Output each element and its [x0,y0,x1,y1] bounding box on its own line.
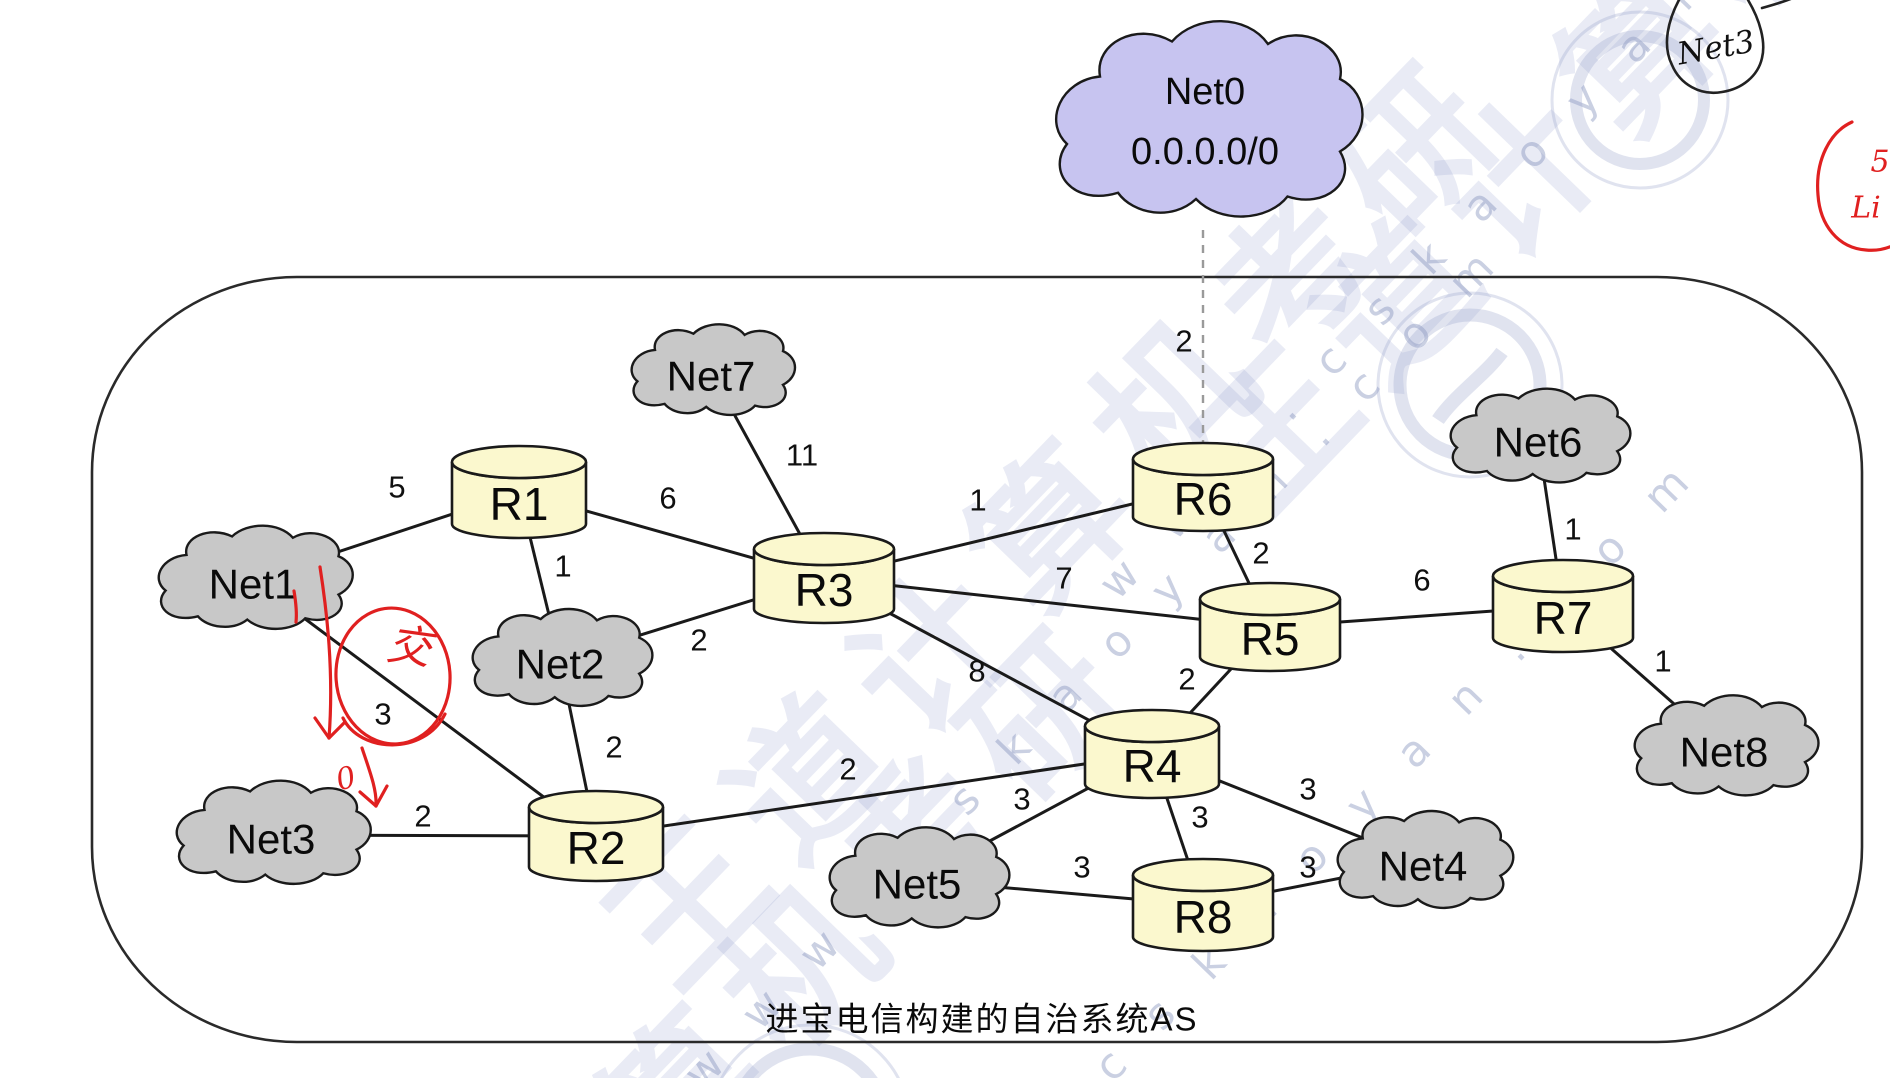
network-net7-node: Net7 [632,324,795,415]
red-circled-character: 交 [384,619,440,676]
link-cost-net1-r2: 3 [374,697,391,732]
red-arrowhead [313,716,347,740]
link-cost-r4-net4: 3 [1299,772,1316,807]
red-corner-note-line2: Li [1850,191,1881,226]
cloud-shape [1338,811,1514,908]
cylinder-top [1131,441,1275,477]
router-r2-label: R2 [567,822,626,874]
network-net5-node: Net5 [830,827,1010,927]
router-r6-node: R6 [1131,441,1275,533]
network-net8-label: Net8 [1680,729,1769,776]
router-r6-label: R6 [1174,473,1233,525]
cylinder-top [1131,857,1275,893]
cylinder-top [752,531,896,567]
network-net1-label: Net1 [209,561,298,608]
router-r3-node: R3 [752,531,896,625]
cloud-shape [830,827,1010,927]
router-r2-node: R2 [527,789,665,883]
link-cost-r5-r7: 6 [1413,563,1430,598]
link-cost-r7-net8: 1 [1654,644,1671,679]
link-cost-net2-r3: 2 [690,623,707,658]
watermark-layer: 王道计算机考研 王道计算机考研 王道计算机考研 w w w . c s k a … [207,0,1890,1078]
network-net1-node: Net1 [159,526,353,629]
cylinder-top [1491,558,1635,594]
link-net1-r2 [252,578,597,838]
link-cost-r2-r4: 2 [839,752,856,787]
cloud-shape [473,609,653,706]
router-r8-node: R8 [1131,857,1275,953]
cloud-shape [159,526,353,629]
red-tick-mark [292,589,298,624]
network-net4-label: Net4 [1379,843,1468,890]
router-r7-label: R7 [1534,592,1593,644]
link-cost-r3-r5: 7 [1055,561,1072,596]
red-arrow-down-to-net3 [360,746,378,808]
watermark-seal [1550,10,1730,190]
network-net5-label: Net5 [873,861,962,908]
link-cost-r3-r4: 8 [968,654,985,689]
watermark-seal [720,1023,900,1078]
link-cost-r1-net2: 1 [554,549,571,584]
cloud-shape [177,781,371,884]
network-net6-node: Net6 [1451,389,1631,483]
link-cost-r6-r5: 2 [1252,536,1269,571]
link-cost-net6-r7: 1 [1564,512,1581,547]
router-r1-node: R1 [450,444,588,540]
router-r5-node: R5 [1198,581,1342,673]
link-cost-net5-r8: 3 [1073,850,1090,885]
router-r3-label: R3 [795,564,854,616]
network-net0-prefix: 0.0.0.0/0 [1131,131,1279,173]
router-r8-label: R8 [1174,891,1233,943]
router-r7-node: R7 [1491,558,1635,654]
cloud-shape [1635,695,1819,795]
diagram-caption: 进宝电信构建的自治系统AS [765,1001,1198,1038]
red-corner-note-outline [1816,120,1890,252]
red-circle-double-stroke [341,712,447,747]
cylinder-top [450,444,588,480]
network-net0-label: Net0 [1165,71,1245,113]
network-net8-node: Net8 [1635,695,1819,795]
network-net3-label: Net3 [227,816,316,863]
link-cost-net1-r1: 5 [388,470,405,505]
link-cost-layer: 5 3 2 2 1 6 11 2 1 7 8 2 2 2 6 1 1 2 3 3… [374,324,1671,885]
red-arrowhead [358,784,389,808]
link-cost-net7-r3: 11 [786,438,818,473]
cylinder-top [1198,581,1342,617]
router-r5-label: R5 [1241,613,1300,665]
red-annotation-layer: 交 0 5 Li [292,120,1890,808]
nodes-layer: Net0 0.0.0.0/0 Net7 Net1 Net2 Net3 Net5 … [159,21,1819,951]
cloud-shape [1451,389,1631,483]
network-net7-label: Net7 [667,353,756,400]
network-net2-node: Net2 [473,609,653,706]
link-r2-r4 [595,752,1153,838]
cylinder-top [1083,708,1221,744]
watermark-site-text: w w w . c s k a o y a n . c o m [674,231,1515,1078]
hand-cloud-outline [1665,0,1765,95]
link-cost-r4-net5: 3 [1013,782,1030,817]
network-net0-node: Net0 0.0.0.0/0 [1056,21,1362,216]
red-arrow-down-from-net1 [318,565,333,740]
link-r3-r5 [823,576,1271,629]
network-net4-node: Net4 [1338,811,1514,908]
network-net6-label: Net6 [1494,419,1583,466]
router-r4-label: R4 [1123,740,1182,792]
link-cost-r4-r8: 3 [1191,800,1208,835]
link-cost-net2-r2: 2 [605,730,622,765]
network-net2-label: Net2 [516,641,605,688]
link-cost-net3-r2: 2 [414,799,431,834]
link-cost-net0-r6: 2 [1175,324,1192,359]
router-r1-label: R1 [490,478,549,530]
cloud-shape [1056,21,1362,216]
link-cost-r1-r3: 6 [659,481,676,516]
network-net3-node: Net3 [177,781,371,884]
as-boundary-outline [90,275,1864,1044]
link-cost-r5-r4: 2 [1178,662,1195,697]
cloud-shape [632,324,795,415]
cylinder-top [527,789,665,825]
red-corner-note-line1: 5 [1870,145,1889,180]
hand-stray-stroke [1760,0,1792,10]
link-cost-r3-r6: 1 [969,483,986,518]
router-r4-node: R4 [1083,708,1221,800]
link-cost-r8-net4: 3 [1299,850,1316,885]
